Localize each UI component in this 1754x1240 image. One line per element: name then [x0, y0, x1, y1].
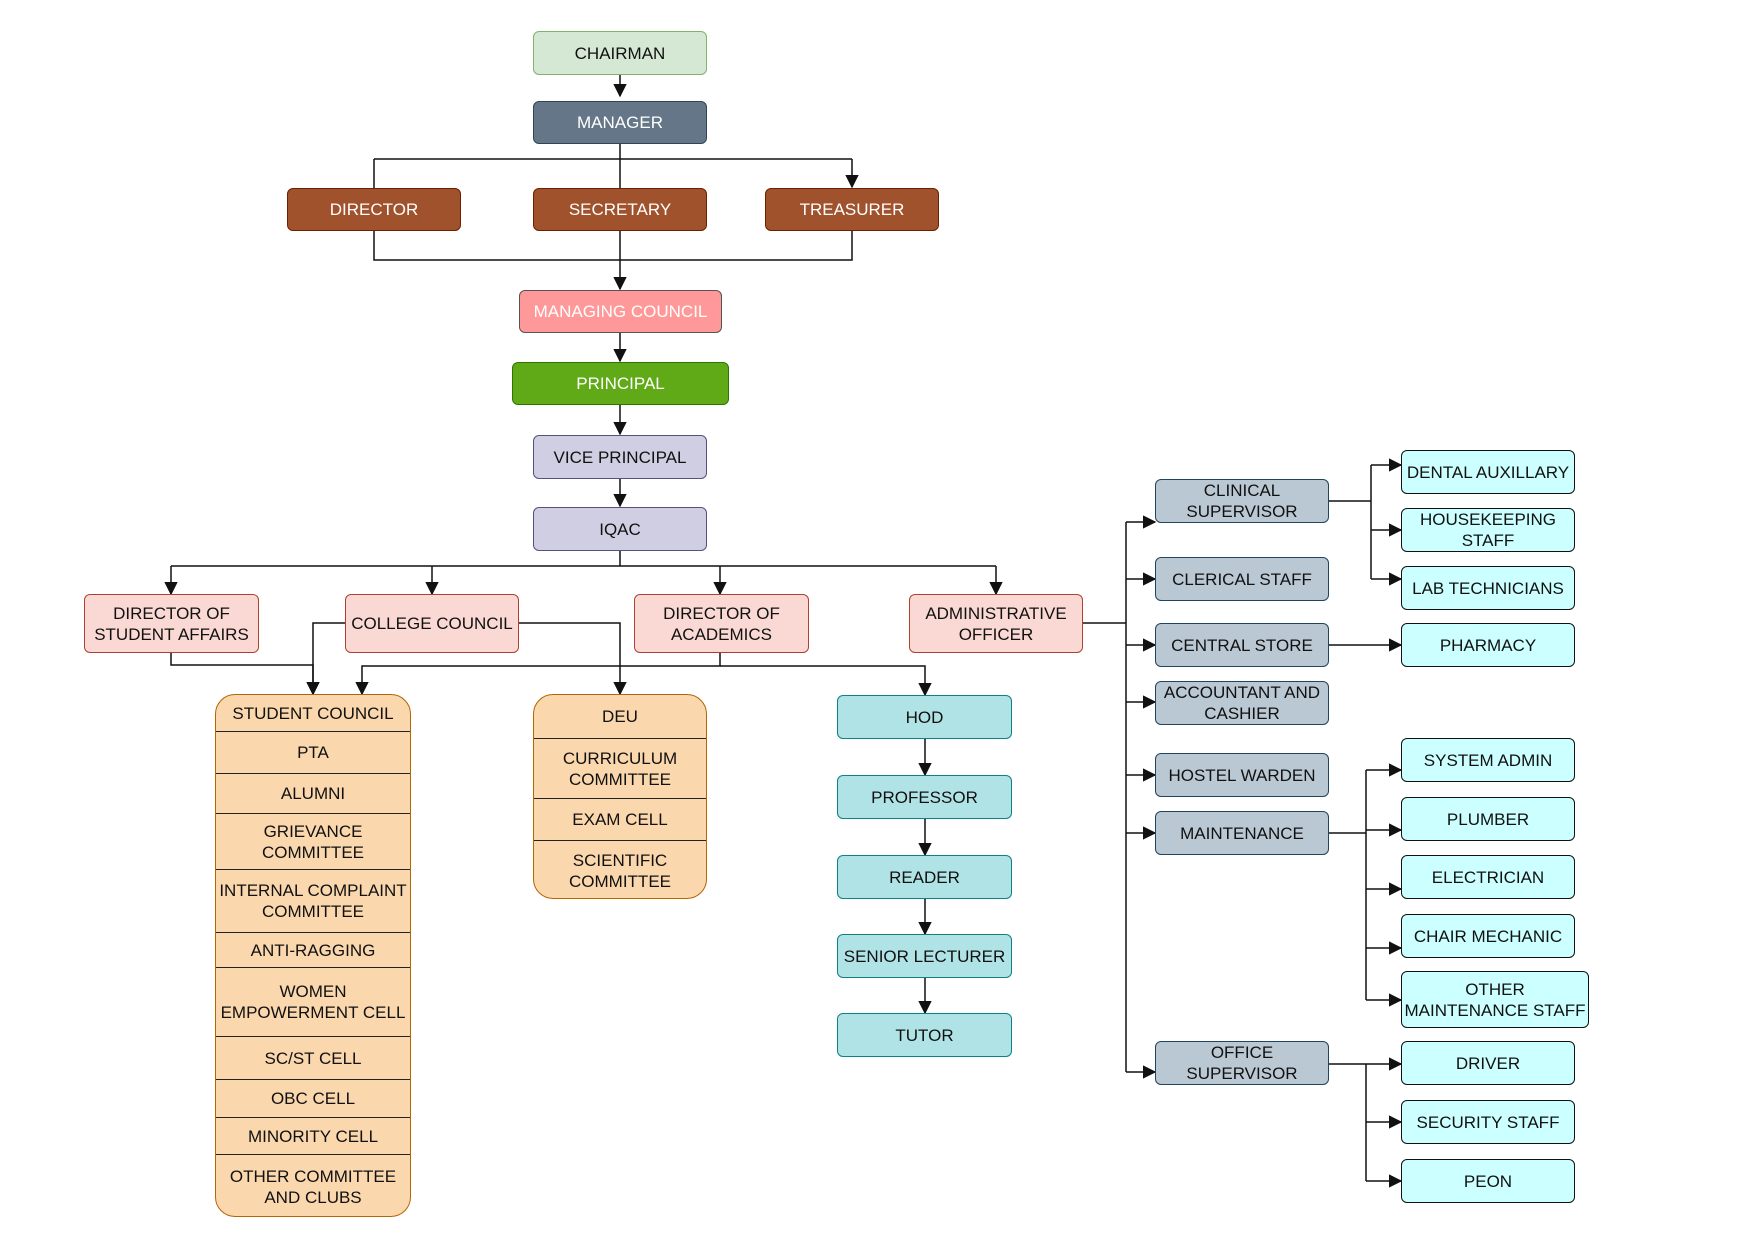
principal-box: PRINCIPAL — [512, 362, 729, 405]
driver-box: DRIVER — [1401, 1041, 1575, 1085]
connector — [1329, 1063, 1367, 1181]
student-bodies-stack: STUDENT COUNCIL PTA ALUMNI GRIEVANCE COM… — [215, 694, 411, 1217]
connector — [1329, 770, 1367, 1000]
list-item: SCIENTIFIC COMMITTEE — [534, 840, 706, 898]
plumber-box: PLUMBER — [1401, 797, 1575, 841]
reader-box: READER — [837, 855, 1012, 899]
system-admin-box: SYSTEM ADMIN — [1401, 738, 1575, 782]
vice-principal-box: VICE PRINCIPAL — [533, 435, 707, 479]
list-item: ANTI-RAGGING — [216, 932, 410, 967]
administrative-officer-box: ADMINISTRATIVE OFFICER — [909, 594, 1083, 653]
director-student-affairs-box: DIRECTOR OF STUDENT AFFAIRS — [84, 594, 259, 653]
managing-council-box: MANAGING COUNCIL — [519, 290, 722, 333]
clerical-staff-box: CLERICAL STAFF — [1155, 557, 1329, 601]
central-store-box: CENTRAL STORE — [1155, 623, 1329, 667]
connector — [519, 622, 627, 696]
chairman-box: CHAIRMAN — [533, 31, 707, 75]
accountant-box: ACCOUNTANT AND CASHIER — [1155, 681, 1329, 725]
hod-box: HOD — [837, 695, 1012, 739]
manager-box: MANAGER — [533, 101, 707, 144]
list-item: OTHER COMMITTEE AND CLUBS — [216, 1154, 410, 1216]
connector — [374, 144, 852, 160]
lab-technicians-box: LAB TECHNICIANS — [1401, 566, 1575, 610]
connector — [1083, 522, 1127, 1072]
iqac-box: IQAC — [533, 507, 707, 551]
pharmacy-box: PHARMACY — [1401, 623, 1575, 667]
secretary-box: SECRETARY — [533, 188, 707, 231]
professor-box: PROFESSOR — [837, 775, 1012, 819]
hostel-warden-box: HOSTEL WARDEN — [1155, 753, 1329, 797]
clinical-supervisor-box: CLINICAL SUPERVISOR — [1155, 479, 1329, 523]
tutor-box: TUTOR — [837, 1013, 1012, 1057]
peon-box: PEON — [1401, 1159, 1575, 1203]
office-supervisor-box: OFFICE SUPERVISOR — [1155, 1041, 1329, 1085]
list-item: SC/ST CELL — [216, 1036, 410, 1079]
list-item: OBC CELL — [216, 1079, 410, 1117]
connector — [720, 665, 932, 697]
dental-auxillary-box: DENTAL AUXILLARY — [1401, 450, 1575, 494]
list-item: PTA — [216, 731, 410, 773]
housekeeping-staff-box: HOUSEKEEPING STAFF — [1401, 508, 1575, 552]
electrician-box: ELECTRICIAN — [1401, 855, 1575, 899]
list-item: STUDENT COUNCIL — [232, 703, 394, 723]
connector — [306, 622, 345, 696]
director-academics-box: DIRECTOR OF ACADEMICS — [634, 594, 809, 653]
chair-mechanic-box: CHAIR MECHANIC — [1401, 914, 1575, 958]
academic-bodies-stack: DEU CURRICULUM COMMITTEE EXAM CELL SCIEN… — [533, 694, 707, 899]
connector — [171, 551, 996, 567]
other-maintenance-staff-box: OTHER MAINTENANCE STAFF — [1401, 971, 1589, 1028]
college-council-box: COLLEGE COUNCIL — [345, 594, 519, 653]
connector — [1329, 465, 1372, 579]
senior-lecturer-box: SENIOR LECTURER — [837, 934, 1012, 978]
list-item: INTERNAL COMPLAINT COMMITTEE — [216, 869, 410, 932]
connector — [170, 653, 320, 696]
maintenance-box: MAINTENANCE — [1155, 811, 1329, 855]
list-item: ALUMNI — [216, 773, 410, 813]
director-box: DIRECTOR — [287, 188, 461, 231]
connector — [355, 653, 721, 696]
connector — [373, 159, 621, 188]
list-item: MINORITY CELL — [216, 1117, 410, 1154]
security-staff-box: SECURITY STAFF — [1401, 1100, 1575, 1144]
list-item: DEU — [602, 707, 638, 726]
list-item: EXAM CELL — [534, 798, 706, 840]
list-item: CURRICULUM COMMITTEE — [534, 738, 706, 798]
treasurer-box: TREASURER — [765, 188, 939, 231]
list-item: GRIEVANCE COMMITTEE — [216, 813, 410, 869]
connector — [373, 231, 853, 261]
list-item: WOMEN EMPOWERMENT CELL — [216, 967, 410, 1036]
